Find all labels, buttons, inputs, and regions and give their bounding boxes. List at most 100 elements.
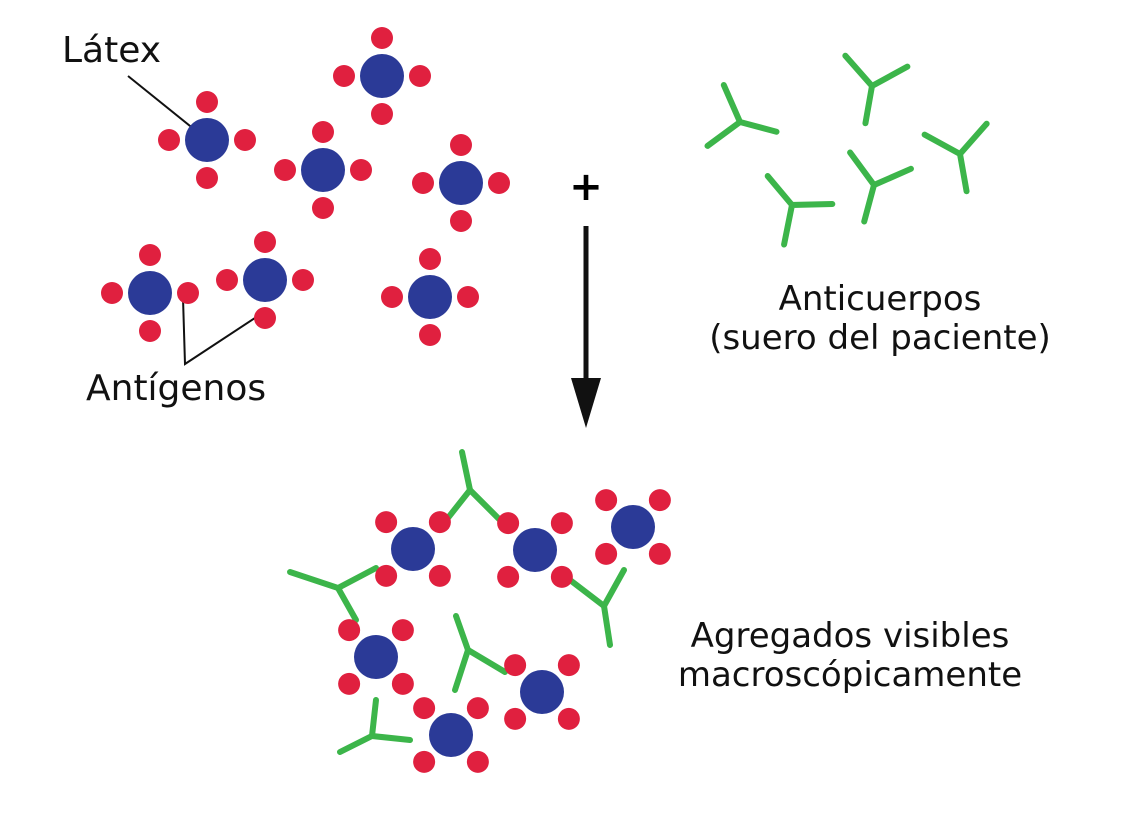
antigen-dot <box>412 172 434 194</box>
antibody <box>768 176 833 245</box>
antigen-dot <box>450 210 472 232</box>
antigen-dot <box>274 159 296 181</box>
antigen-dot <box>234 129 256 151</box>
antigen-dot <box>371 27 393 49</box>
latex-bead <box>429 713 473 757</box>
antigen-dot <box>558 708 580 730</box>
latex-bead <box>439 161 483 205</box>
antigen-dot <box>101 282 123 304</box>
antigen-dot <box>375 511 397 533</box>
arrow-head <box>571 378 601 428</box>
aggregate-antibody <box>340 736 410 752</box>
antibodies-label-line2: (suero del paciente) <box>690 319 1070 358</box>
antigen-dot <box>371 103 393 125</box>
latex-bead <box>301 148 345 192</box>
aggregate-antibody <box>462 452 470 490</box>
antigen-dot <box>419 324 441 346</box>
antigen-dot <box>551 512 573 534</box>
antigen-dot <box>504 654 526 676</box>
antigen-dot <box>139 244 161 266</box>
antibody <box>845 56 907 124</box>
antibody <box>708 85 777 146</box>
aggregate-antibody <box>570 570 624 606</box>
antigen-dot <box>375 565 397 587</box>
aggregates-label-line2: macroscópicamente <box>640 656 1060 695</box>
antigen-dot <box>504 708 526 730</box>
antibodies-label: Anticuerpos (suero del paciente) <box>690 280 1070 358</box>
agglutination-aggregate <box>290 452 671 773</box>
antigen-dot <box>551 566 573 588</box>
antigen-dot <box>558 654 580 676</box>
latex-particle <box>274 121 372 219</box>
latex-particle <box>381 248 479 346</box>
plus-sign: + <box>568 162 604 212</box>
antigen-leader-line <box>183 298 264 364</box>
antigen-dot <box>292 269 314 291</box>
antigen-dot <box>595 543 617 565</box>
latex-bead <box>611 505 655 549</box>
antigen-dot <box>467 751 489 773</box>
antigens-label: Antígenos <box>86 368 266 409</box>
aggregate-antibody <box>290 568 376 588</box>
antigen-dot <box>177 282 199 304</box>
antigen-dot <box>312 197 334 219</box>
latex-particle <box>412 134 510 232</box>
reaction-arrow <box>571 226 601 428</box>
antigen-dot <box>312 121 334 143</box>
latex-particle <box>158 91 256 189</box>
antigen-dot <box>419 248 441 270</box>
aggregate-antibody <box>372 700 376 736</box>
latex-bead <box>354 635 398 679</box>
aggregates-label: Agregados visibles macroscópicamente <box>640 617 1060 695</box>
antigen-dot <box>450 134 472 156</box>
latex-particle <box>413 697 489 773</box>
latex-particle <box>595 489 671 565</box>
latex-bead <box>391 527 435 571</box>
antigen-dot <box>139 320 161 342</box>
antigen-dot <box>333 65 355 87</box>
latex-bead <box>128 271 172 315</box>
antigen-dot <box>392 673 414 695</box>
free-latex-particles <box>101 27 510 346</box>
antigen-dot <box>467 697 489 719</box>
antigen-dot <box>409 65 431 87</box>
latex-bead <box>408 275 452 319</box>
antibody <box>850 153 911 222</box>
latex-bead <box>520 670 564 714</box>
antigen-dot <box>413 697 435 719</box>
latex-bead <box>243 258 287 302</box>
antigen-dot <box>338 619 360 641</box>
antibodies-label-line1: Anticuerpos <box>690 280 1070 319</box>
antigen-dot <box>457 286 479 308</box>
aggregate-antibody <box>455 650 468 690</box>
latex-particle <box>333 27 431 125</box>
latex-particle <box>504 654 580 730</box>
antigen-dot <box>595 489 617 511</box>
free-antibodies <box>708 56 987 245</box>
antigen-dot <box>196 167 218 189</box>
latex-leader-line <box>128 76 200 134</box>
latex-bead <box>185 118 229 162</box>
antigen-dot <box>196 91 218 113</box>
antigen-dot <box>413 751 435 773</box>
latex-bead <box>513 528 557 572</box>
antigen-dot <box>158 129 180 151</box>
antigen-dot <box>216 269 238 291</box>
antigen-dot <box>497 566 519 588</box>
antigen-dot <box>350 159 372 181</box>
latex-particle <box>497 512 573 588</box>
aggregate-antibody <box>338 588 356 620</box>
antigen-dot <box>497 512 519 534</box>
antigen-dot <box>429 511 451 533</box>
antibody <box>925 124 987 192</box>
antigen-dot <box>429 565 451 587</box>
latex-bead <box>360 54 404 98</box>
antigen-dot <box>649 543 671 565</box>
antigen-dot <box>254 307 276 329</box>
antigen-dot <box>488 172 510 194</box>
latex-particle <box>216 231 314 329</box>
latex-label: Látex <box>62 30 161 71</box>
latex-particle <box>375 511 451 587</box>
latex-particle <box>338 619 414 695</box>
